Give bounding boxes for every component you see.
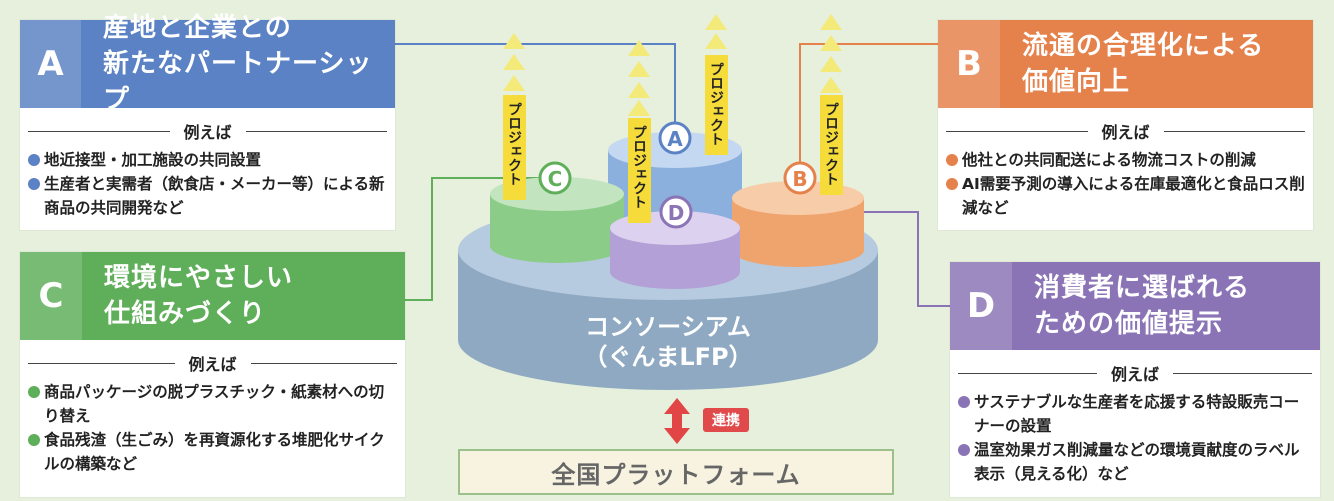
project-bar-b: プロジェクト — [820, 95, 843, 195]
card-d-header: D 消費者に選ばれる ための価値提示 — [950, 262, 1320, 350]
card-c-examples-label: 例えば — [28, 352, 398, 374]
card-a-title: 産地と企業との 新たなパートナーシップ — [103, 13, 373, 115]
card-a-header: A 産地と企業との 新たなパートナーシップ — [20, 13, 395, 115]
connector-c — [405, 177, 540, 301]
card-d-examples-label: 例えば — [958, 362, 1313, 384]
card-d: D 消費者に選ばれる ための価値提示 例えば サステナブルな生産者を応援する特設… — [950, 262, 1320, 497]
marker-c: C — [538, 161, 572, 195]
card-b-items: 他社との共同配送による物流コストの削減 AI需要予測の導入による在庫最適化と食品… — [944, 148, 1305, 220]
card-b-letter: B — [938, 20, 1000, 108]
list-item: 地近接型・加工施設の共同設置 — [26, 148, 387, 172]
project-bar-d: プロジェクト — [628, 118, 651, 223]
list-item: 生産者と実需者（飲食店・メーカー等）による新商品の共同開発など — [26, 172, 387, 220]
list-item: 温室効果ガス削減量などの環境貢献度のラベル表示（見える化）など — [956, 438, 1312, 486]
consortium-label: コンソーシアム — [585, 313, 751, 341]
card-c-items: 商品パッケージの脱プラスチック・紙素材への切り替え 食品残渣（生ごみ）を再資源化… — [26, 380, 397, 476]
marker-d: D — [659, 195, 693, 229]
link-label: 連携 — [703, 408, 749, 432]
card-b-title: 流通の合理化による 価値向上 — [1022, 31, 1265, 97]
consortium-sublabel: （ぐんまLFP） — [583, 343, 752, 371]
card-c-letter: C — [20, 252, 82, 340]
card-b-header: B 流通の合理化による 価値向上 — [938, 20, 1313, 108]
card-d-items: サステナブルな生産者を応援する特設販売コーナーの設置 温室効果ガス削減量などの環… — [956, 390, 1312, 486]
list-item: 他社との共同配送による物流コストの削減 — [944, 148, 1305, 172]
project-bar-a: プロジェクト — [705, 55, 728, 155]
card-c-header: C 環境にやさしい 仕組みづくり — [20, 252, 405, 340]
card-b: B 流通の合理化による 価値向上 例えば 他社との共同配送による物流コストの削減… — [938, 20, 1313, 230]
svg-text:C: C — [548, 167, 563, 191]
svg-text:B: B — [792, 167, 807, 191]
card-b-examples-label: 例えば — [946, 120, 1306, 142]
national-platform-box: 全国プラットフォーム — [458, 449, 894, 495]
svg-text:プロジェクト: プロジェクト — [708, 62, 724, 146]
card-d-letter: D — [950, 262, 1012, 350]
card-a: A 産地と企業との 新たなパートナーシップ 例えば 地近接型・加工施設の共同設置… — [20, 13, 395, 230]
list-item: サステナブルな生産者を応援する特設販売コーナーの設置 — [956, 390, 1312, 438]
double-arrow-icon — [664, 398, 690, 444]
card-c: C 環境にやさしい 仕組みづくり 例えば 商品パッケージの脱プラスチック・紙素材… — [20, 252, 405, 497]
card-a-letter: A — [20, 20, 82, 108]
svg-text:D: D — [668, 201, 685, 225]
arrow-up-icon — [503, 14, 842, 116]
card-a-examples-label: 例えば — [28, 120, 388, 142]
marker-a: A — [658, 121, 692, 155]
list-item: 食品残渣（生ごみ）を再資源化する堆肥化サイクルの構築など — [26, 428, 397, 476]
svg-text:プロジェクト: プロジェクト — [823, 102, 839, 186]
list-item: 商品パッケージの脱プラスチック・紙素材への切り替え — [26, 380, 397, 428]
connector-a — [395, 43, 676, 128]
svg-text:A: A — [667, 127, 683, 151]
svg-text:プロジェクト: プロジェクト — [506, 102, 522, 186]
svg-text:プロジェクト: プロジェクト — [631, 125, 647, 209]
card-c-title: 環境にやさしい 仕組みづくり — [104, 263, 294, 329]
project-bar-c: プロジェクト — [503, 95, 526, 200]
marker-b: B — [783, 161, 817, 195]
card-d-title: 消費者に選ばれる ための価値提示 — [1034, 273, 1251, 339]
list-item: AI需要予測の導入による在庫最適化と食品ロス削減など — [944, 172, 1305, 220]
card-a-items: 地近接型・加工施設の共同設置 生産者と実需者（飲食店・メーカー等）による新商品の… — [26, 148, 387, 220]
connector-b — [799, 43, 938, 168]
